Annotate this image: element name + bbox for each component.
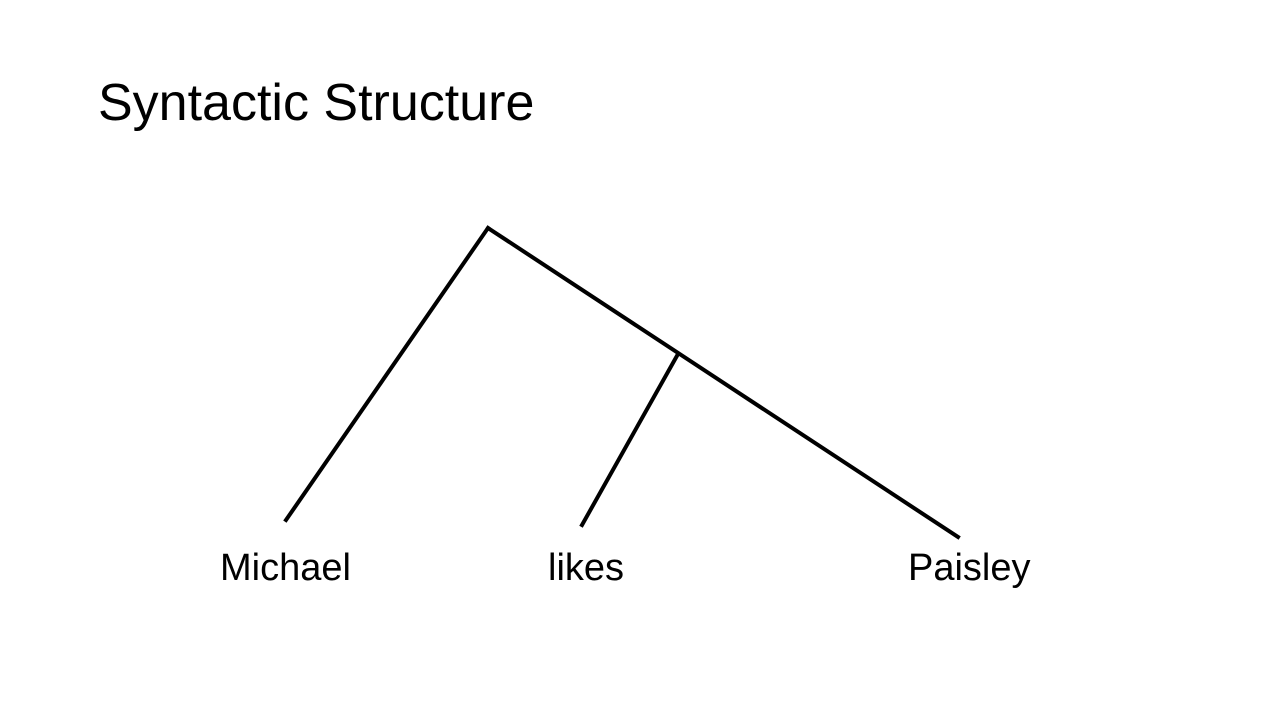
leaf-word-likes: likes [548, 547, 625, 589]
leaf-word-michael: Michael [220, 547, 351, 589]
slide-title: Syntactic Structure [98, 74, 535, 132]
leaf-word-paisley: Paisley [908, 547, 1031, 589]
branch-root-to-michael [283, 225, 491, 523]
branch-root-to-paisley [485, 225, 961, 540]
branch-node-to-likes [579, 351, 681, 528]
